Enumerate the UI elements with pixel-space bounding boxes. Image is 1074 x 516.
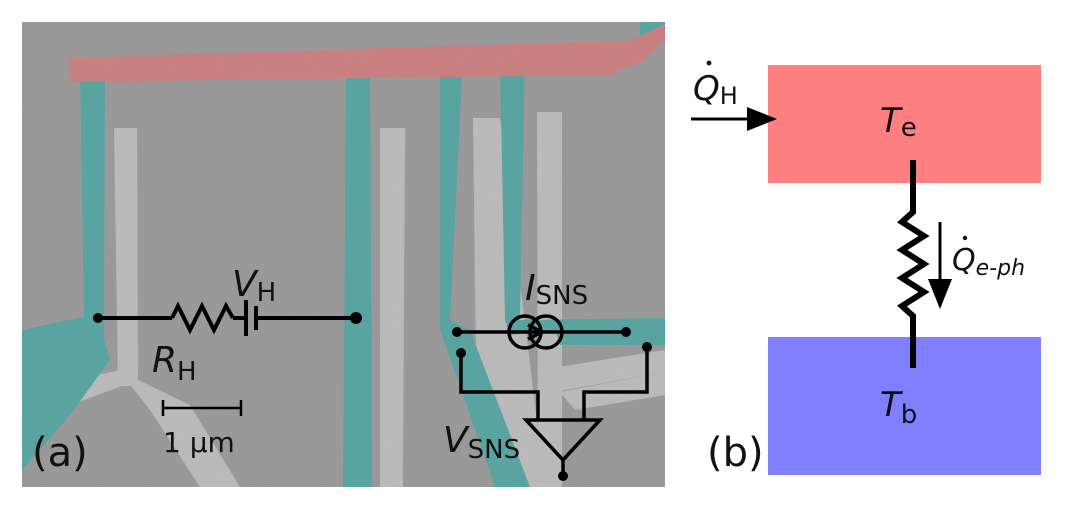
heat-input-dot bbox=[706, 60, 712, 66]
panel-b-thermal-model: QH Qe-ph Te Tb (b) bbox=[691, 60, 1041, 476]
voltmeter-circuit bbox=[459, 347, 649, 474]
panel-b-label: (b) bbox=[707, 430, 764, 476]
panel-a-label: (a) bbox=[32, 430, 88, 476]
voltmeter-terminal-left bbox=[456, 348, 466, 358]
current-arrow bbox=[527, 323, 546, 341]
heater-circuit bbox=[98, 300, 356, 336]
electron-phonon-resistor bbox=[896, 160, 930, 368]
sns-voltage-label: VSNS bbox=[443, 420, 520, 465]
heat-flow-dot bbox=[962, 235, 968, 241]
resistor-rh-symbol bbox=[170, 301, 235, 335]
phonon-temperature-label: Tb bbox=[880, 385, 917, 430]
electron-temperature-label: Te bbox=[880, 101, 917, 143]
current-source-circuit bbox=[458, 314, 626, 350]
heater-voltage-label: VH bbox=[232, 264, 276, 308]
current-source-circle-right bbox=[528, 314, 564, 350]
current-source-label: ISNS bbox=[525, 268, 588, 311]
voltmeter-terminal-right bbox=[642, 342, 652, 352]
amplifier-symbol bbox=[521, 418, 605, 463]
heater-resistor-label: RH bbox=[152, 340, 197, 387]
phonon-bath-block bbox=[768, 337, 1041, 475]
panel-a-sem-image: (a) 1 μm VH RH ISNS VSNS bbox=[22, 22, 665, 487]
current-terminal-left bbox=[452, 327, 462, 337]
heat-flow-label: Qe-ph bbox=[952, 243, 1025, 281]
amplifier-output-terminal bbox=[558, 471, 568, 481]
heater-terminal-left bbox=[93, 313, 103, 323]
heater-terminal-right bbox=[350, 312, 362, 324]
electron-bath-block bbox=[768, 65, 1041, 183]
scale-bar-label: 1 μm bbox=[163, 426, 235, 459]
heat-input-label: QH bbox=[693, 69, 738, 110]
scale-bar bbox=[161, 400, 243, 416]
current-terminal-right bbox=[621, 327, 631, 337]
